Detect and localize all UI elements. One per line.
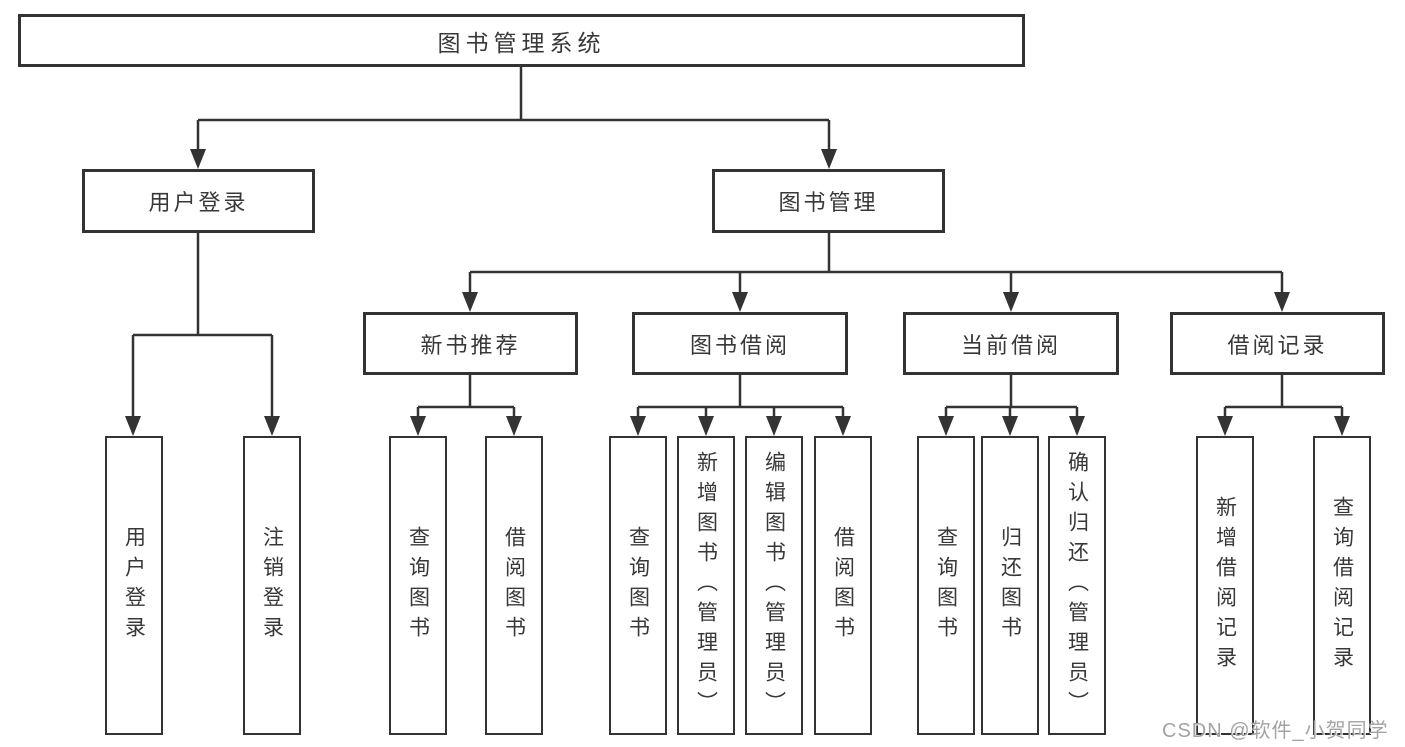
- node-new-book-recommendation: 新书推荐: [363, 312, 578, 375]
- node-book-borrowing: 图书借阅: [632, 312, 848, 375]
- leaf-query-borrow-record: 查询借阅记录: [1313, 436, 1371, 735]
- leaf-edit-books-admin: 编辑图书（管理员）: [745, 436, 803, 735]
- leaf-confirm-return-admin: 确认归还（管理员）: [1048, 436, 1106, 735]
- leaf-add-books-admin: 新增图书（管理员）: [677, 436, 735, 735]
- node-current-borrowing: 当前借阅: [903, 312, 1119, 375]
- node-library-management-system: 图书管理系统: [18, 14, 1025, 67]
- leaf-borrow-books-recommend: 借阅图书: [485, 436, 543, 735]
- node-book-management: 图书管理: [712, 169, 945, 233]
- csdn-watermark: CSDN @软件_小贺同学: [1162, 720, 1389, 742]
- leaf-return-books: 归还图书: [981, 436, 1039, 735]
- leaf-user-login: 用户登录: [105, 436, 163, 735]
- leaf-logout: 注销登录: [243, 436, 301, 735]
- leaf-add-borrow-record: 新增借阅记录: [1196, 436, 1254, 735]
- leaf-borrow-books-borrowing: 借阅图书: [814, 436, 872, 735]
- leaf-query-books-recommend: 查询图书: [389, 436, 447, 735]
- node-borrowing-records: 借阅记录: [1170, 312, 1385, 375]
- node-user-login: 用户登录: [82, 169, 315, 233]
- leaf-query-books-current: 查询图书: [917, 436, 975, 735]
- leaf-query-books-borrowing: 查询图书: [609, 436, 667, 735]
